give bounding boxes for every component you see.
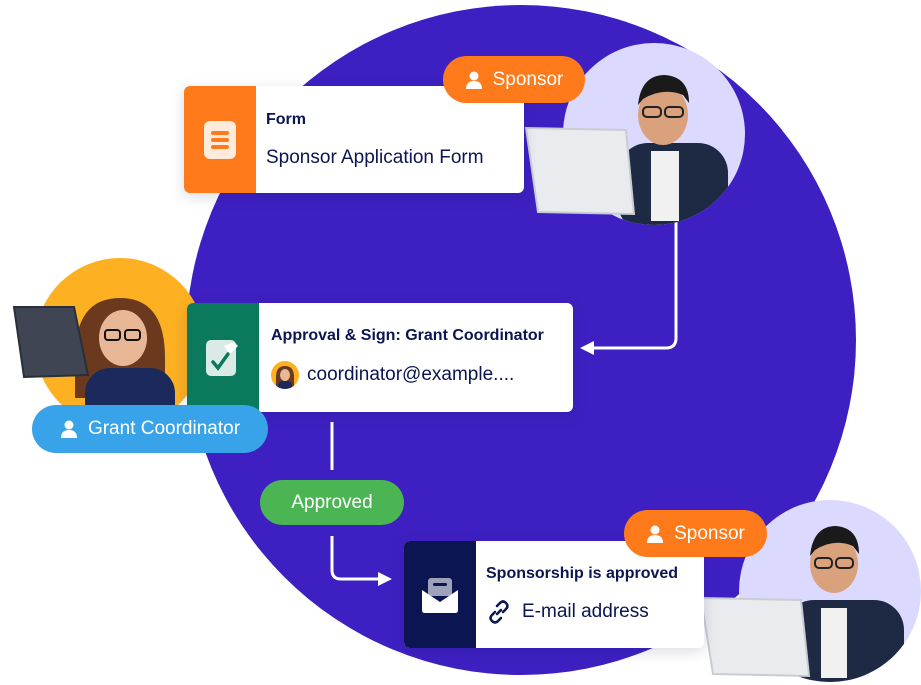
email-card-side — [404, 541, 476, 648]
approved-pill: Approved — [260, 480, 404, 525]
approval-card-email: coordinator@example.... — [307, 363, 515, 385]
approved-pill-label: Approved — [291, 491, 373, 513]
sponsor-badge-top: Sponsor — [443, 56, 585, 103]
email-icon — [422, 577, 458, 613]
laptop-left — [12, 306, 90, 379]
grant-coordinator-badge-label: Grant Coordinator — [87, 418, 241, 439]
approval-card-side — [187, 303, 259, 412]
user-icon — [465, 71, 482, 89]
form-icon — [204, 120, 236, 159]
sponsor-avatar-bottom — [739, 500, 921, 682]
laptop-bottom — [699, 596, 811, 678]
grant-coordinator-badge: Grant Coordinator — [32, 405, 268, 453]
connector-approved-to-email — [330, 536, 380, 581]
approval-card[interactable]: Approval & Sign: Grant Coordinator coord… — [187, 303, 573, 412]
laptop-top — [524, 126, 636, 216]
email-card[interactable]: Sponsorship is approved E-mail address — [404, 541, 704, 648]
email-card-text: E-mail address — [522, 600, 649, 622]
sponsor-badge-top-label: Sponsor — [492, 68, 564, 90]
coordinator-mini-avatar — [271, 360, 299, 389]
sponsor-badge-bottom: Sponsor — [624, 510, 767, 557]
user-icon — [647, 525, 664, 543]
form-card-text: Sponsor Application Form — [266, 146, 484, 168]
approval-sign-icon — [206, 339, 238, 376]
form-card-title: Form — [266, 110, 306, 128]
link-icon — [489, 599, 509, 624]
form-card-side — [184, 86, 256, 193]
approval-card-title: Approval & Sign: Grant Coordinator — [271, 326, 544, 344]
arrowhead-approval — [580, 341, 594, 355]
connector-sponsor-to-approval — [592, 222, 678, 350]
email-card-title: Sponsorship is approved — [486, 564, 679, 582]
sponsor-badge-bottom-label: Sponsor — [674, 522, 745, 544]
form-card[interactable]: Form Sponsor Application Form — [184, 86, 524, 193]
user-icon — [60, 420, 77, 438]
arrowhead-email — [378, 572, 392, 586]
